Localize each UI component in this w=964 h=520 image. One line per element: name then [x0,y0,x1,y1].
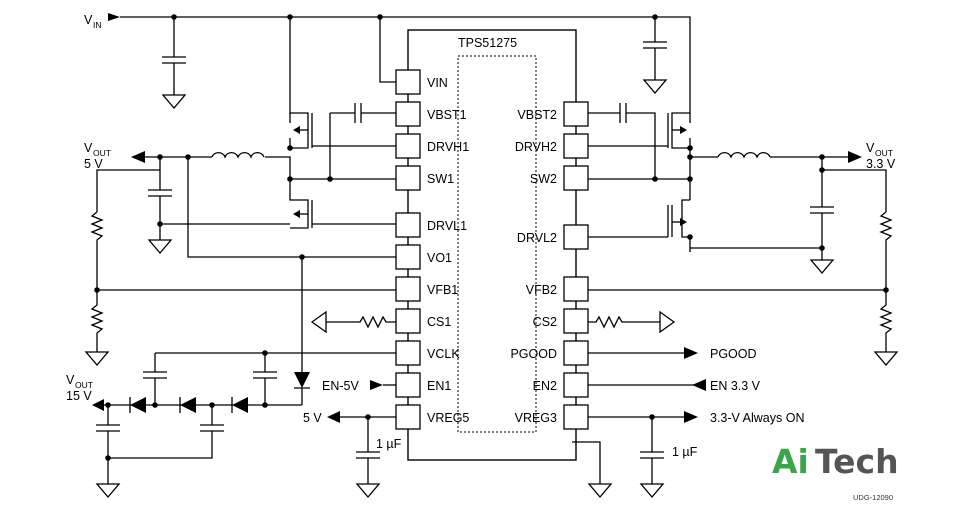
pin-sw2: SW2 [530,172,557,186]
brand-logo-ai: Ai [772,442,809,481]
en1-vreg5: EN-5V 5 V 1 µF [303,379,402,498]
right-buck-stage: V OUT 3.3 V [588,103,898,366]
pin-vin: VIN [427,76,448,90]
en-5v-label: EN-5V [322,379,359,393]
vout3-value: 15 V [66,389,92,403]
right-outputs: PGOOD EN 3.3 V 3.3-V Always ON 1 µF [572,347,804,498]
left-pin-boxes [395,69,421,430]
en-33v-label: EN 3.3 V [710,379,761,393]
vin-rail: V IN [84,13,691,114]
pin-en2: EN2 [533,379,557,393]
pin-vreg3: VREG3 [515,411,557,425]
pin-vbst2: VBST2 [517,108,557,122]
pin-vo1: VO1 [427,251,452,265]
vout1-label: V [84,141,93,155]
pin-vbst1: VBST1 [427,108,467,122]
pin-drvh1: DRVH1 [427,140,469,154]
cs1-network [310,310,396,334]
ic-body: TPS51275 [407,29,577,461]
vout2-value: 3.3 V [866,157,896,171]
always-on-label: 3.3-V Always ON [710,411,804,425]
document-id: UDG-12090 [853,493,893,502]
brand-logo: Ai Tech [772,442,899,481]
vreg5-cap-label: 1 µF [376,437,402,451]
pin-vclk: VCLK [427,347,460,361]
vreg3-cap-label: 1 µF [672,445,698,459]
vout2-label-sub: OUT [875,148,893,158]
cs2-network [588,310,676,334]
vin-label-sub: IN [93,20,102,30]
vout3-label: V [66,373,75,387]
pin-drvl2: DRVL2 [517,231,557,245]
vin-label: V [84,13,93,27]
pin-en1: EN1 [427,379,451,393]
right-pin-labels: VBST2 DRVH2 SW2 DRVL2 VFB2 CS2 PGOOD EN2… [510,108,557,425]
pin-drvh2: DRVH2 [515,140,557,154]
vout3-label-sub: OUT [75,380,93,390]
brand-logo-tech: Tech [815,442,899,481]
left-pin-labels: VIN VBST1 DRVH1 SW1 DRVL1 VO1 VFB1 CS1 V… [427,76,469,425]
pin-pgood: PGOOD [510,347,557,361]
pin-sw1: SW1 [427,172,454,186]
ic-part-number: TPS51275 [458,36,517,50]
charge-pump: V OUT 15 V [66,254,396,498]
pin-drvl1: DRVL1 [427,219,467,233]
pin-vfb1: VFB1 [427,283,458,297]
pgood-output-label: PGOOD [710,347,757,361]
vout1-label-sub: OUT [93,148,111,158]
vout2-label: V [866,141,875,155]
vreg5-output-label: 5 V [303,411,322,425]
pin-cs2: CS2 [533,315,557,329]
right-pin-boxes [563,101,589,430]
pin-vfb2: VFB2 [526,283,557,297]
pin-cs1: CS1 [427,315,451,329]
pin-vreg5: VREG5 [427,411,469,425]
vout1-value: 5 V [84,157,103,171]
left-buck-stage: V OUT 5 V [84,103,396,366]
